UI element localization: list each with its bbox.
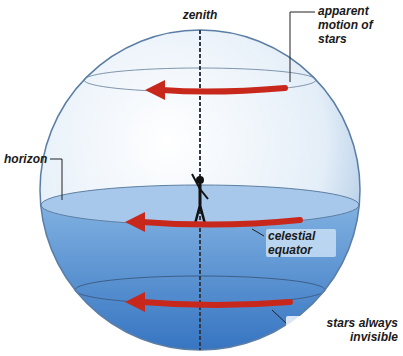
observer-figure — [192, 174, 208, 224]
star-motion-arrows — [142, 88, 300, 305]
callout-label: apparent motion of stars — [318, 4, 398, 46]
equator-label: celestial equator — [266, 229, 336, 257]
callout-label: stars always invisible — [286, 316, 400, 344]
horizon-label: horizon — [4, 152, 64, 166]
zenith-label: zenith — [178, 8, 222, 22]
leader-lines — [50, 12, 315, 324]
arrowheads — [125, 80, 165, 312]
sphere-outline — [40, 30, 360, 350]
